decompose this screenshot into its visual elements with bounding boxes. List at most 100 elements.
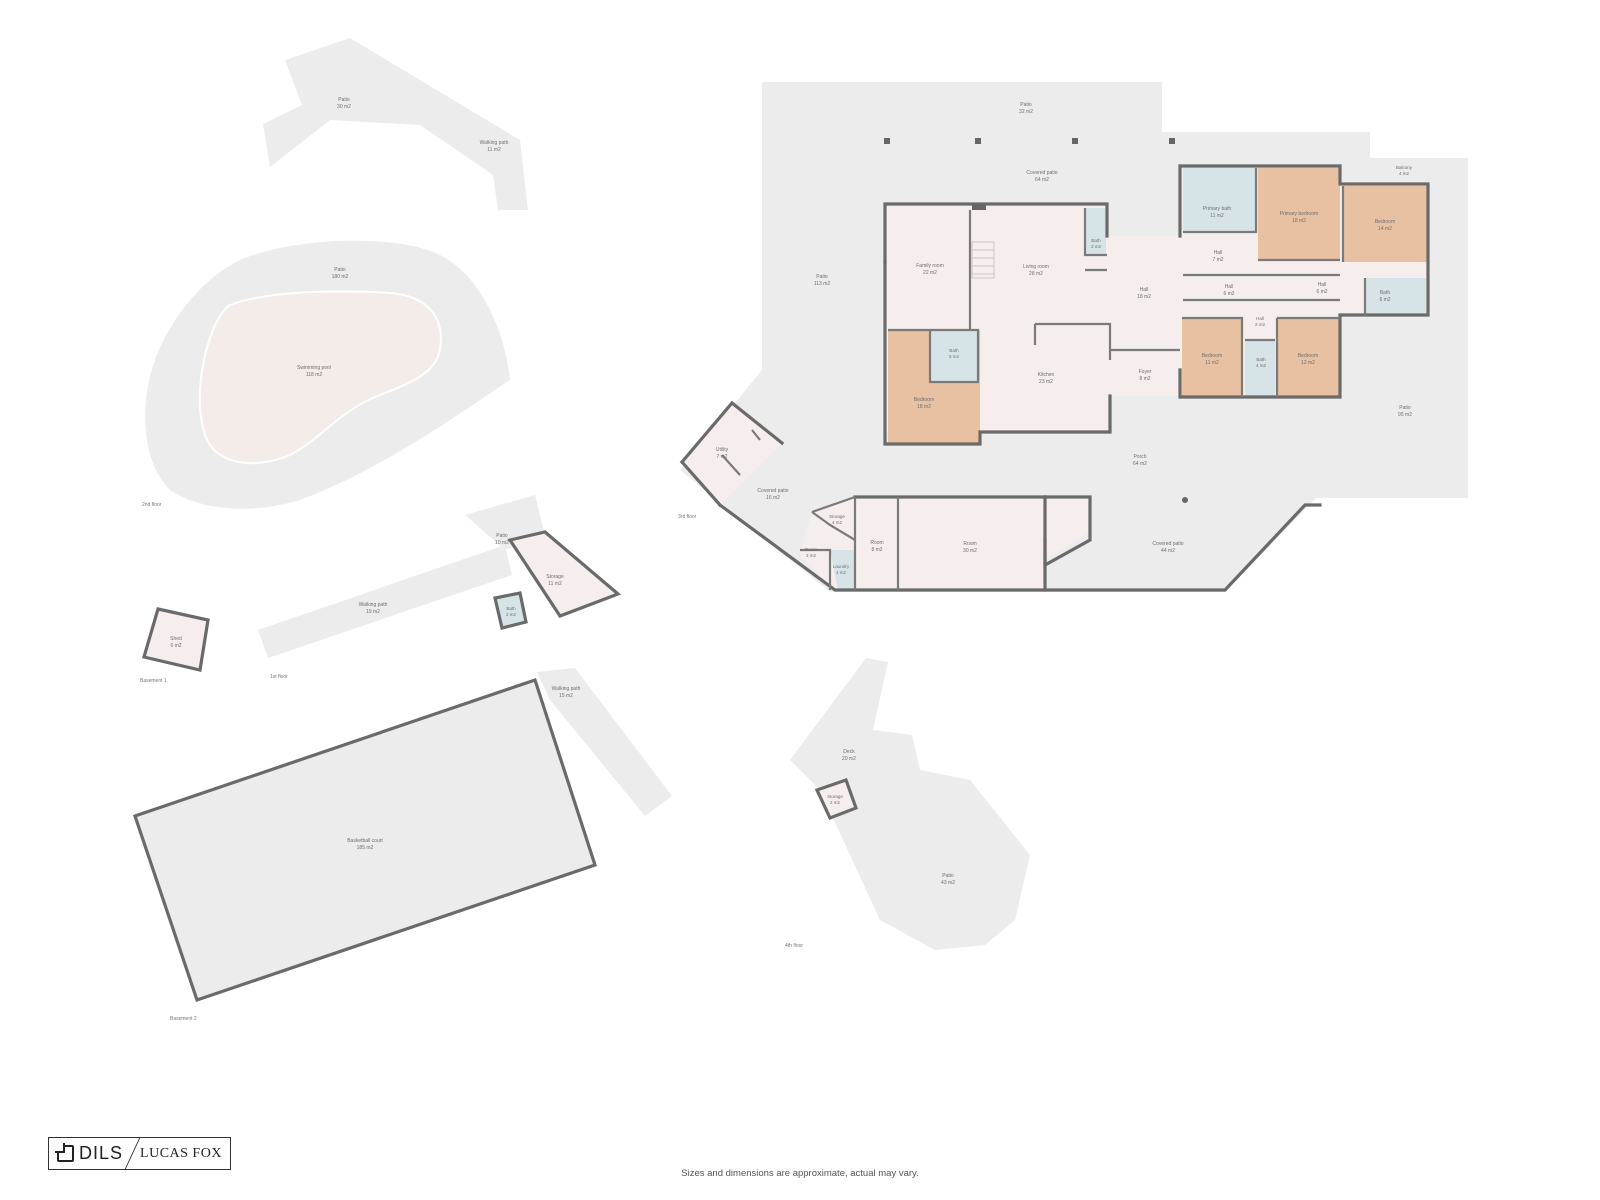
room-label-text: 32 m2 [1019,109,1033,115]
room-label-text: Laundry [833,564,850,569]
room-label-text: Basketball court [347,838,383,844]
room-label-text: Primary bedroom [1280,211,1318,217]
room-label-text: 2 m2 [1091,244,1102,249]
room-label-text: 6 m2 [1379,297,1390,303]
room-label-text: Covered patio [1152,541,1183,547]
room-label-text: 43 m2 [941,880,955,886]
floor-label-basement2: Basement 2 [170,1016,197,1022]
room-label-text: 2 m2 [830,800,841,805]
room-label-text: Hall [1140,287,1149,293]
room-label-text: 6 m2 [170,643,181,649]
room-label-text: 4 m2 [1256,363,1267,368]
room-label-text: 185 m2 [357,845,374,851]
floor-label-basement1: Basement 1 [140,678,167,684]
room-label-text: Patio [942,873,954,879]
room-label-text: 6 m2 [1223,291,1234,297]
room-label-text: 30 m2 [337,104,351,110]
room-label-text: 3 m2 [806,553,817,558]
room-label-text: Primary bath [1203,206,1232,212]
room-label-text: 18 m2 [917,404,931,410]
deck-patio-area [790,658,1030,950]
floor-label-2nd: 2nd floor [142,502,162,508]
room-label-text: Walking path [480,140,509,146]
room-label-text: Covered patio [1026,170,1057,176]
room-label-text: 2 m2 [1255,322,1266,327]
brand-logo: DILS LUCAS FOX [48,1137,231,1170]
room-label-text: Patio [816,274,828,280]
room-label-text: 11 m2 [1205,360,1219,366]
room-label-text: 4 m2 [832,520,843,525]
room-label-text: 64 m2 [1035,177,1049,183]
floor-label-1st: 1st floor [270,674,288,680]
room-label-text: Family room [916,263,944,269]
room-label-text: Hall [1214,250,1223,256]
floor-label-4th: 4th floor [785,943,803,949]
room-label-text: Walking path [359,602,388,608]
room-label-text: Utility [716,447,729,453]
storage-cluster [258,495,622,658]
room-label-text: 19 m2 [366,609,380,615]
dils-mark-icon [55,1143,74,1162]
room-label-text: 11 m2 [1210,213,1224,219]
room-label-text: 18 m2 [1137,294,1151,300]
room-label-text: Kitchen [1038,372,1055,378]
room-label-text: 64 m2 [1133,461,1147,467]
room-label-text: Deck [843,749,855,755]
room-label-text: Living room [1023,264,1049,270]
room-label-text: 8 m2 [1139,376,1150,382]
room-label-text: 30 m2 [963,548,977,554]
room-label-text: 14 m2 [1378,226,1392,232]
disclaimer-text: Sizes and dimensions are approximate, ac… [681,1168,919,1179]
room-label-text: Bedroom [914,397,934,403]
room-label-text: Bedroom [1375,219,1395,225]
dils-wordmark: DILS [79,1143,124,1163]
room-label-text: 4 m2 [836,570,847,575]
floor-label-3rd: 3rd floor [678,514,697,520]
pool-patio-area [145,240,510,509]
room-label-text: Shed [170,636,182,642]
basketball-court [132,677,598,1003]
stair [971,241,995,279]
room-label-text: Bath [949,348,959,353]
room-label-text: 180 m2 [332,274,349,280]
room-label-text: Bath [1091,238,1101,243]
room-label-text: 11 m2 [487,147,501,153]
room-label-text: Patio [334,267,346,273]
room-label-text: 44 m2 [1161,548,1175,554]
room-label-text: 16 m2 [766,495,780,501]
main-house-walls [679,164,1430,592]
room-label-text: Storage [546,574,564,580]
room-label-text: 23 m2 [1039,379,1053,385]
room-label-text: 28 m2 [1029,271,1043,277]
room-label-text: 22 m2 [923,270,937,276]
floor-labels: 2nd floor 3rd floor 1st floor 4th floor … [140,502,803,1022]
room-label-text: 7 m2 [716,454,727,460]
room-label-text: 2 m2 [506,612,517,617]
room-label-text: Bath [506,606,516,611]
